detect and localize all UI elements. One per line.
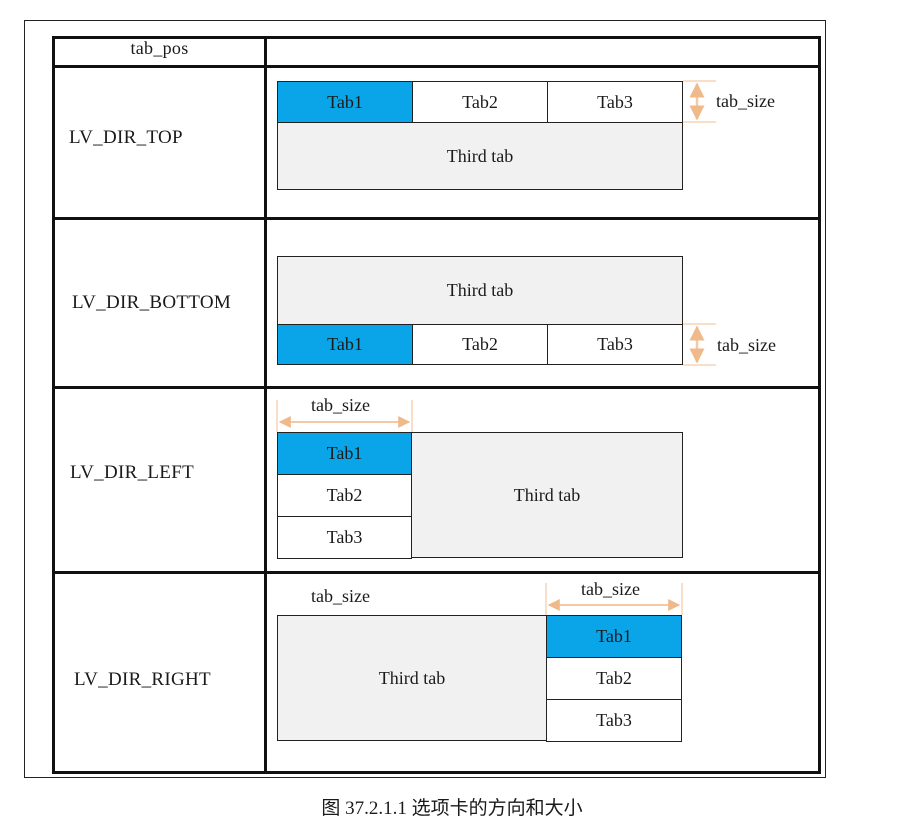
left-tab-size-label: tab_size [311,395,370,415]
header-row-divider [52,65,821,68]
row-label-bottom: LV_DIR_BOTTOM [72,292,232,313]
right-tab-size-label: tab_size [581,579,640,599]
bottom-tab2[interactable]: Tab2 [412,324,548,365]
top-content: Third tab [277,122,683,190]
table-right-border [818,36,821,774]
top-tab3[interactable]: Tab3 [547,81,683,123]
row-label-right: LV_DIR_RIGHT [74,669,211,690]
figure-caption: 图 37.2.1.1 选项卡的方向和大小 [321,798,583,819]
row-divider-2 [52,386,821,389]
figure-frame [24,20,826,778]
right-tab3[interactable]: Tab3 [546,699,682,742]
bottom-tab1[interactable]: Tab1 [277,324,413,365]
bottom-content: Third tab [277,256,683,325]
table-top-border [52,36,821,39]
top-tab2[interactable]: Tab2 [412,81,548,123]
right-content: Third tab [277,615,547,741]
column-divider [264,36,267,774]
table-bottom-border [52,771,821,774]
row-divider-1 [52,217,821,220]
left-tab2[interactable]: Tab2 [277,474,412,517]
row-divider-3 [52,571,821,574]
top-tab-size-label: tab_size [716,91,775,111]
row-label-left: LV_DIR_LEFT [70,462,194,483]
row-label-top: LV_DIR_TOP [69,127,183,148]
left-tab3[interactable]: Tab3 [277,516,412,559]
bottom-tab3[interactable]: Tab3 [547,324,683,365]
left-tab1[interactable]: Tab1 [277,432,412,475]
right-tab-size-label-plain: tab_size [311,586,370,606]
header-tab-pos: tab_pos [130,38,189,58]
left-content: Third tab [411,432,683,558]
table-left-border [52,36,55,774]
bottom-tab-size-label: tab_size [717,335,776,355]
